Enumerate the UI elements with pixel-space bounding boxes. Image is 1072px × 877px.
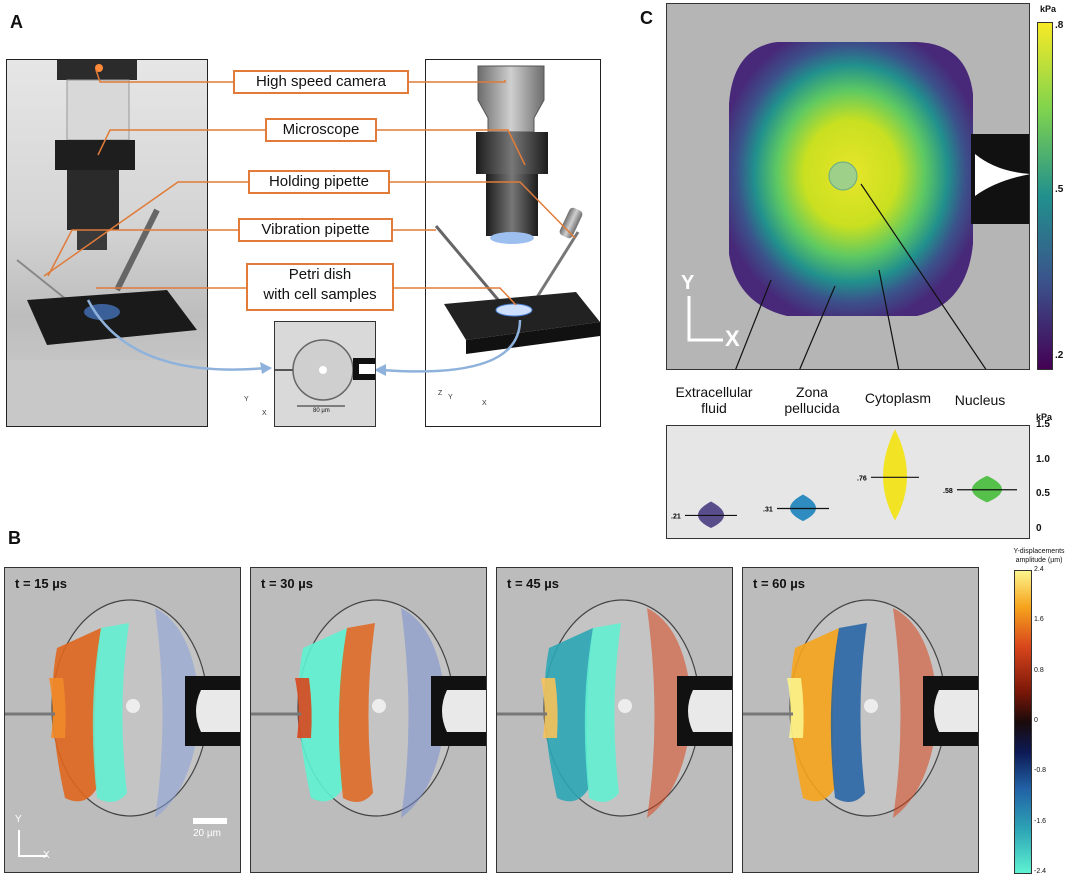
violin-axis-tick: 0 xyxy=(1036,523,1042,534)
thumb-axis-y: Y xyxy=(244,396,249,403)
frame-scalebar xyxy=(193,818,227,824)
panel-letter-a: A xyxy=(10,12,23,32)
frame-4-illustration xyxy=(743,568,978,872)
region-label-line2: pellucida xyxy=(784,400,840,416)
frame-axis-y: Y xyxy=(15,814,22,825)
region-label-line2: fluid xyxy=(701,400,727,416)
frame-3: t = 45 µs xyxy=(496,567,733,873)
frame-2-illustration xyxy=(251,568,486,872)
axis-z-label: Z xyxy=(438,390,443,397)
violin-2 xyxy=(790,494,816,522)
colorbar-b-title-line1: Y-displacements xyxy=(1013,548,1065,555)
violin-median-label: .76 xyxy=(857,475,867,482)
colorbar-c-tick: .8 xyxy=(1055,20,1064,31)
label-vibration-pipette: Vibration pipette xyxy=(238,218,393,242)
label-petri-line2: with cell samples xyxy=(263,286,377,303)
label-petri-dish: Petri dish with cell samples xyxy=(246,263,394,311)
violin-axis-unit: kPa xyxy=(1036,412,1053,422)
region-label-line1: Extracellular xyxy=(675,384,753,400)
map-axis-x: X xyxy=(725,326,740,351)
panel-letter-c: C xyxy=(640,8,653,28)
frame-3-illustration xyxy=(497,568,732,872)
frame-4: t = 60 µs xyxy=(742,567,979,873)
violin-1 xyxy=(698,501,724,529)
label-microscope: Microscope xyxy=(265,118,377,142)
axis-y-label: Y xyxy=(448,394,453,401)
colorbar-b-title-line2: amplitude (µm) xyxy=(1015,557,1063,564)
label-petri-line1: Petri dish xyxy=(288,266,352,283)
frame-time-label: t = 45 µs xyxy=(507,576,559,591)
region-label: Nucleus xyxy=(944,392,1016,408)
setup-photo-illustration xyxy=(7,60,207,426)
colorbar-b-tick: 0 xyxy=(1034,717,1038,724)
panel-letter-b: B xyxy=(8,528,21,548)
frame-time-label: t = 15 µs xyxy=(15,576,67,591)
violin-axis-tick: 1.5 xyxy=(1036,419,1050,430)
stiffness-map: Y X xyxy=(666,3,1030,370)
frame-time-label: t = 60 µs xyxy=(753,576,805,591)
label-high-speed-camera: High speed camera xyxy=(233,70,409,94)
frame-axes-arrows xyxy=(18,830,47,857)
map-axes-arrows xyxy=(687,296,723,342)
colorbar-c xyxy=(1037,22,1053,370)
violin-median-label: .21 xyxy=(671,513,681,520)
cell-thumbnail-illustration xyxy=(275,339,375,407)
setup-photo xyxy=(6,59,208,427)
colorbar-b-tick: -1.6 xyxy=(1034,817,1047,825)
axis-x-label: X xyxy=(482,400,487,407)
colorbar-b xyxy=(1014,570,1032,874)
violin-plot-svg: .21 .31 .76 .58 xyxy=(671,429,1017,529)
colorbar-c-tick: .5 xyxy=(1055,184,1064,195)
colorbar-b-tick: 2.4 xyxy=(1034,566,1044,573)
thumb-axis-x: X xyxy=(262,410,267,417)
region-label-line1: Cytoplasm xyxy=(864,390,932,406)
frame-time-label: t = 30 µs xyxy=(261,576,313,591)
cell-microscope-thumbnail: 80 µm xyxy=(274,321,376,427)
frame-2: t = 30 µs xyxy=(250,567,487,873)
setup-schematic-illustration xyxy=(434,65,600,354)
violin-median-label: .58 xyxy=(943,488,953,495)
colorbar-c-tick: .2 xyxy=(1055,350,1064,361)
violin-axis-tick: 0.5 xyxy=(1036,488,1050,500)
colorbar-b-tick: 1.6 xyxy=(1034,616,1044,624)
violin-plot: .21 .31 .76 .58 xyxy=(666,425,1030,539)
violin-4 xyxy=(972,475,1002,503)
colorbar-c-unit: kPa xyxy=(1040,4,1057,14)
frame-1-illustration xyxy=(5,568,240,872)
map-axis-y: Y xyxy=(681,272,695,294)
frame-scalebar-label: 20 µm xyxy=(193,828,221,839)
violin-3 xyxy=(883,429,907,521)
region-label-line1: Nucleus xyxy=(954,392,1006,408)
violin-axis-tick: 1.0 xyxy=(1036,453,1050,465)
frame-axis-x: X xyxy=(43,850,50,861)
stiffness-map-illustration xyxy=(729,42,1029,369)
colorbar-b-title: Y-displacements amplitude (µm) xyxy=(1006,547,1072,565)
connector-lines xyxy=(43,69,576,376)
region-label: Cytoplasm xyxy=(856,390,940,406)
colorbar-b-tick: 0.8 xyxy=(1034,666,1044,674)
thumbnail-scalebar-label: 80 µm xyxy=(313,408,330,414)
label-holding-pipette: Holding pipette xyxy=(248,170,390,194)
colorbar-b-tick: -0.8 xyxy=(1034,767,1047,775)
colorbar-b-tick: -2.4 xyxy=(1034,868,1047,875)
region-label-line1: Zona xyxy=(796,384,828,400)
setup-schematic: Z Y X xyxy=(425,59,601,427)
violin-median-label: .31 xyxy=(763,507,773,514)
